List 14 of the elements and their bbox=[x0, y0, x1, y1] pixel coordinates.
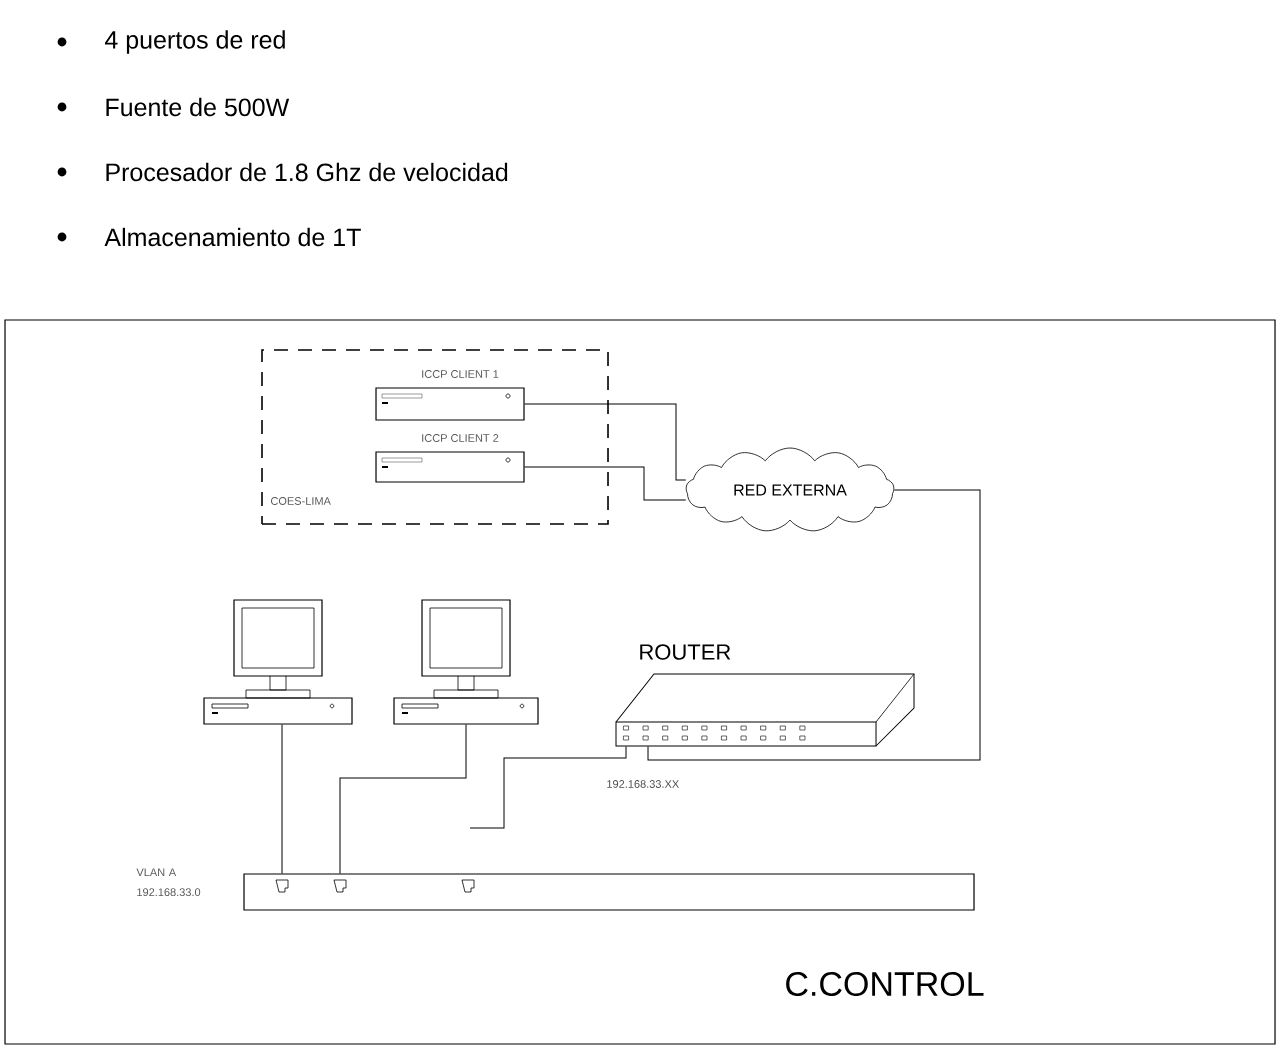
node-label: ROUTER bbox=[640, 644, 731, 660]
computer-drawing bbox=[203, 599, 353, 725]
bullet-item: 4 puertos de red bbox=[57, 30, 285, 54]
connector-line bbox=[281, 724, 283, 874]
bullet-item: Fuente de 500W bbox=[57, 97, 290, 117]
connector-line bbox=[524, 466, 687, 501]
bullet-item: Procesador de 1.8 Ghz de velocidad bbox=[57, 162, 508, 182]
bullet-item: Almacenamiento de 1T bbox=[57, 227, 361, 247]
connector-line bbox=[339, 724, 467, 874]
connector-line bbox=[469, 746, 627, 829]
connector-line bbox=[647, 489, 981, 761]
computer-drawing bbox=[393, 599, 539, 725]
connector-line bbox=[524, 403, 687, 481]
router-drawing: ROUTER bbox=[615, 644, 915, 747]
